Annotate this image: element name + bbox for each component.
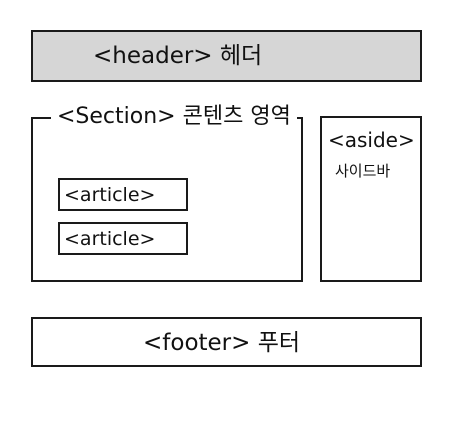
aside-box: <aside> 사이드바	[320, 116, 422, 282]
header-box: <header> 헤더	[31, 30, 422, 82]
article-tag-2: <article>	[64, 228, 156, 250]
footer-label: <footer> 푸터	[143, 327, 300, 359]
aside-tag: <aside>	[328, 128, 415, 152]
header-label: <header> 헤더	[93, 40, 262, 72]
footer-tag: <footer>	[143, 330, 251, 356]
section-box: <Section> 콘텐츠 영역 <article> <article>	[31, 101, 303, 282]
aside-text: 사이드바	[335, 162, 391, 180]
article-box-2: <article>	[58, 222, 188, 255]
footer-box: <footer> 푸터	[31, 317, 422, 367]
article-box-1: <article>	[58, 178, 188, 211]
section-text: 콘텐츠 영역	[182, 104, 291, 129]
article-tag-1: <article>	[64, 184, 156, 206]
header-text: 헤더	[219, 43, 263, 69]
section-tag: <Section>	[57, 104, 176, 129]
header-tag: <header>	[93, 43, 213, 69]
footer-text: 푸터	[257, 330, 301, 356]
section-label: <Section> 콘텐츠 영역	[51, 101, 297, 133]
